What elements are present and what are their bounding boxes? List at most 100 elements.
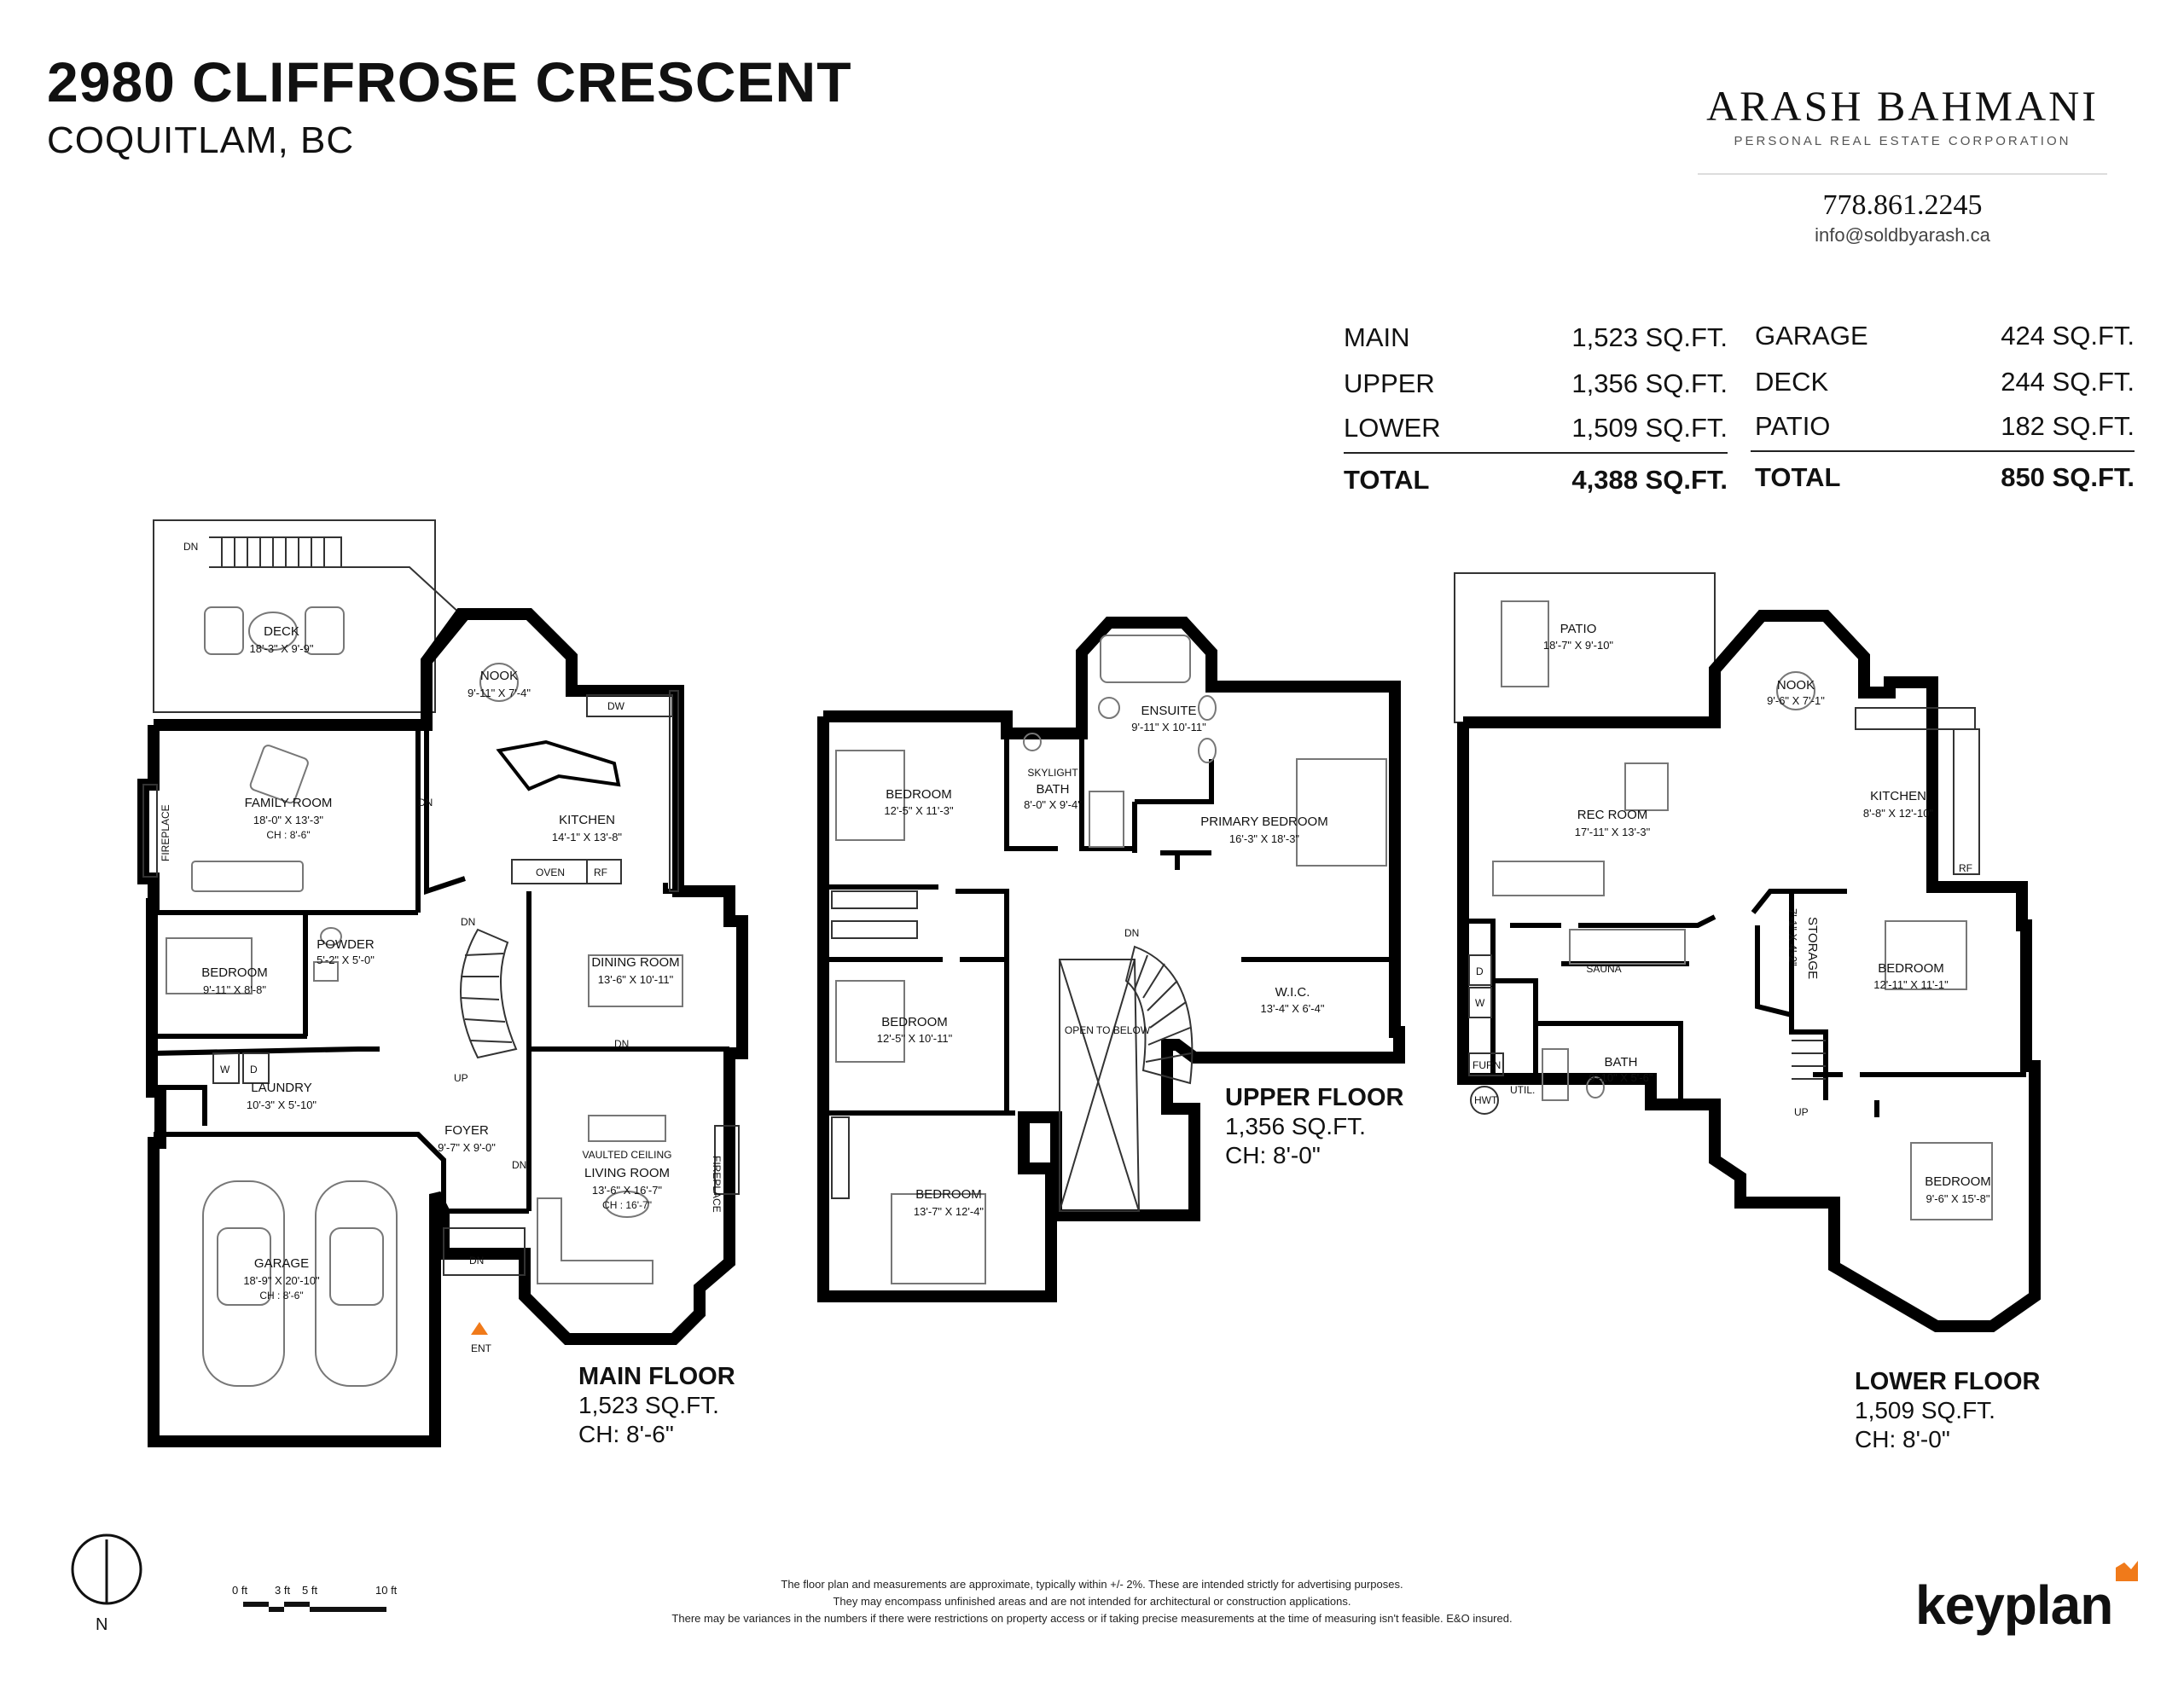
room-dim: 13'-6" X 16'-7" (592, 1184, 663, 1197)
label-dryer: D (1476, 965, 1484, 977)
disclaimer-line: There may be variances in the numbers if… (671, 1612, 1513, 1625)
area-label-total: TOTAL (1344, 465, 1430, 495)
kitchen-island (496, 739, 621, 791)
room-dim: 18'-7" X 9'-10" (1543, 639, 1614, 652)
label-fireplace: FIREPLACE (711, 1156, 723, 1213)
bed (1910, 1142, 1993, 1220)
compass (71, 1533, 142, 1605)
scale-label: 3 ft (275, 1584, 291, 1597)
room-dim: 9'-11" X 7'-4" (468, 687, 531, 699)
agent-phone[interactable]: 778.861.2245 (1822, 189, 1983, 221)
label-ent: ENT (471, 1342, 492, 1354)
room-name: LIVING ROOM (584, 1166, 670, 1180)
room-name: SAUNA (1586, 963, 1621, 975)
floor-name: UPPER FLOOR (1225, 1084, 1404, 1111)
bed (166, 937, 253, 994)
label-dn: DN (1124, 927, 1139, 939)
room-name: FOYER (444, 1123, 489, 1138)
area-value-main: 1,523 SQ.FT. (1571, 322, 1728, 352)
room-dim: 18'-9" X 20'-10" (243, 1274, 320, 1287)
room-pre: VAULTED CEILING (583, 1149, 672, 1161)
room-name: BEDROOM (1925, 1174, 1991, 1189)
scale-bar (243, 1602, 386, 1612)
sectional-sofa (537, 1197, 653, 1284)
keyplan-logo-icon (2116, 1561, 2138, 1581)
label-fireplace: FIREPLACE (160, 804, 171, 861)
room-name: BATH (1037, 782, 1070, 797)
room-dim: 12'-11" X 11'-1" (1873, 978, 1949, 991)
upper-outer-wall (817, 617, 1405, 1302)
floor-name: LOWER FLOOR (1855, 1368, 2041, 1395)
room-dim: 12'-5" X 10'-11" (877, 1032, 953, 1045)
lower-outer-wall (1457, 610, 2041, 1332)
floor-area: 1,356 SQ.FT. (1225, 1113, 1366, 1139)
room-dim: 17'-11" X 13'-3" (1575, 826, 1651, 838)
label-dn: DN (461, 916, 475, 928)
label-oven: OVEN (536, 867, 565, 878)
disclaimer: The floor plan and measurements are appr… (529, 1576, 1655, 1627)
deck-outline (153, 519, 436, 713)
deck-chair (204, 606, 244, 655)
area-value-deck: 244 SQ.FT. (2001, 367, 2135, 397)
lower-floor-plan: PATIO 18'-7" X 9'-10" NOOK 9'-6" X 7'-1"… (1454, 572, 2041, 1332)
car-left (202, 1180, 285, 1387)
area-divider (1344, 452, 1728, 454)
label-dn: DN (614, 1038, 629, 1050)
room-name: DINING ROOM (591, 955, 679, 970)
bathtub (1542, 1048, 1569, 1101)
room-name: BATH (1605, 1055, 1638, 1070)
label-dn: DN (183, 541, 198, 553)
dining-table (588, 954, 683, 1007)
disclaimer-line: The floor plan and measurements are appr… (781, 1578, 1403, 1591)
room-dim: 16'-3" X 18'-3" (1229, 832, 1300, 845)
deck-stair-treads (221, 537, 325, 567)
label-dn: DN (512, 1159, 526, 1171)
room-name: KITCHEN (559, 813, 615, 827)
lower-floor-label: LOWER FLOOR 1,509 SQ.FT. CH: 8'-0" (1855, 1367, 2040, 1454)
room-dim: 8'-0" X 9'-4" (1024, 798, 1082, 811)
upper-room-labels: ENSUITE 9'-11" X 10'-11" BEDROOM 12'-5" … (877, 704, 1328, 1218)
label-up: UP (1794, 1106, 1809, 1118)
room-dim: 9'-6" X 15'-8" (1926, 1192, 1990, 1205)
main-stair (460, 928, 518, 1059)
floor-name: MAIN FLOOR (578, 1363, 735, 1390)
room-dim: 18'-0" X 13'-3" (253, 814, 324, 826)
bed (1885, 920, 1967, 990)
property-city: COQUITLAM, BC (47, 119, 355, 161)
main-floor-plan: DECK 18'-3" X 9'-9" NOOK 9'-11" X 7'-4" … (137, 519, 748, 1447)
room-dim: 9'-10" X 5'-6" (1589, 1071, 1653, 1084)
room-name: BEDROOM (881, 1015, 948, 1029)
scale-label: 10 ft (375, 1584, 398, 1597)
room-name: BEDROOM (915, 1187, 982, 1202)
label-washer: W (1475, 997, 1485, 1009)
agent-email[interactable]: info@soldbyarash.ca (1815, 224, 1990, 246)
room-name: UTIL. (1510, 1084, 1535, 1096)
keyplan-logo: keyplan (1915, 1574, 2113, 1636)
bed (835, 750, 905, 841)
label-dn: DN (418, 797, 433, 809)
room-dim: 18'-3" X 9'-9" (250, 642, 314, 655)
property-address: 2980 CLIFFROSE CRESCENT (47, 50, 852, 113)
label-up: UP (454, 1072, 468, 1084)
room-name: NOOK (480, 669, 518, 683)
car-right (315, 1180, 398, 1387)
deck-chair (305, 606, 345, 655)
room-name: FAMILY ROOM (245, 796, 333, 810)
room-name: REC ROOM (1577, 808, 1648, 822)
area-label-deck: DECK (1755, 367, 1829, 397)
area-label-garage: GARAGE (1755, 321, 1868, 351)
sink (313, 961, 339, 982)
entry-marker (471, 1322, 488, 1335)
agent-divider (1698, 173, 2107, 175)
bed (1296, 758, 1387, 867)
room-name: STORAGE (1805, 917, 1820, 979)
label-rf: RF (594, 867, 607, 878)
area-value-lower: 1,509 SQ.FT. (1571, 413, 1728, 443)
area-label-lower: LOWER (1344, 413, 1441, 443)
room-dim: 9'-11" X 8'-8" (203, 983, 266, 996)
room-name: DECK (264, 624, 299, 639)
area-value-upper: 1,356 SQ.FT. (1571, 368, 1728, 398)
room-note: CH : 16'-7" (602, 1199, 652, 1211)
scale-label: 0 ft (232, 1584, 248, 1597)
